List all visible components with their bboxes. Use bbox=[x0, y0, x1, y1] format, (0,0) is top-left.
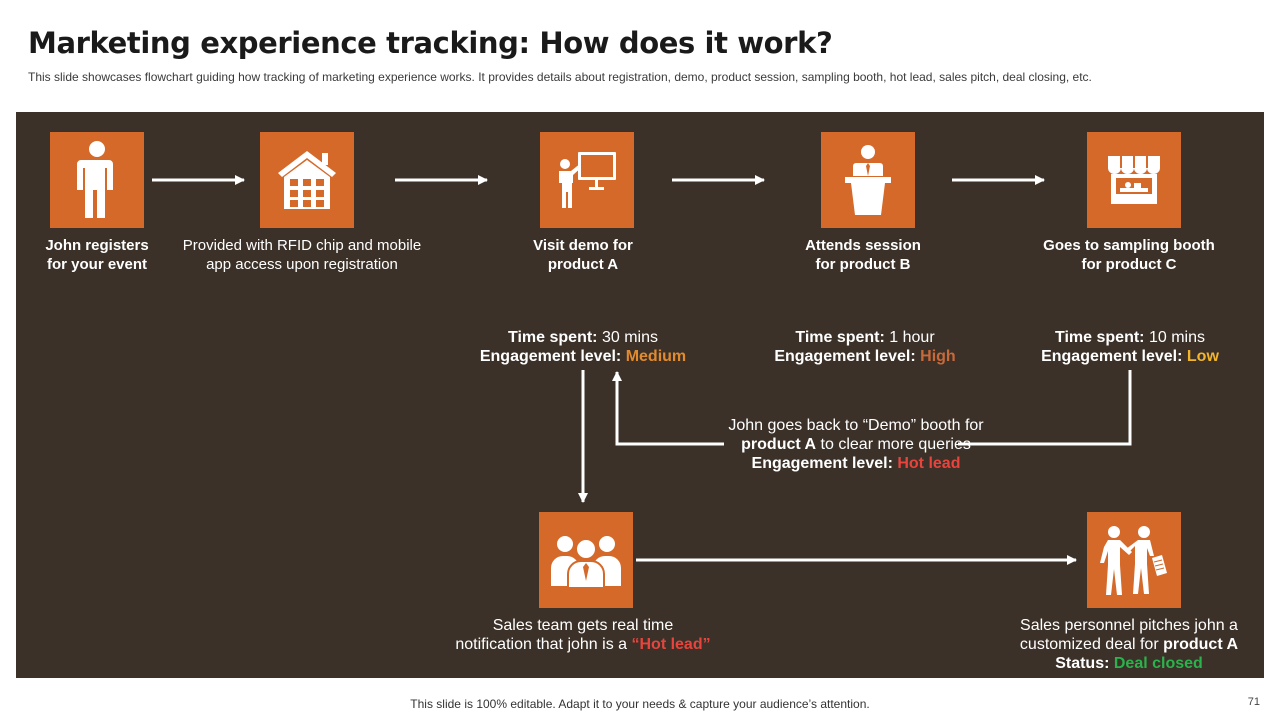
slide-footer: This slide is 100% editable. Adapt it to… bbox=[410, 697, 870, 711]
sales-team-box bbox=[539, 512, 633, 608]
return-to-demo-note: John goes back to “Demo” booth for produ… bbox=[728, 417, 984, 472]
step-rfid-box bbox=[260, 132, 354, 228]
presentation-icon bbox=[559, 152, 616, 208]
metric-session: Time spent: 1 hour Engagement level: Hig… bbox=[774, 329, 956, 365]
engagement-medium: Medium bbox=[625, 348, 687, 365]
step-session-box bbox=[821, 132, 915, 228]
sales-pitch-label: Sales personnel pitches john a customize… bbox=[1019, 617, 1239, 672]
sales-team-label: Sales team gets real time notification t… bbox=[455, 617, 711, 653]
step-register-box bbox=[50, 132, 144, 228]
engagement-low: Low bbox=[1186, 348, 1219, 365]
podium-speaker-icon bbox=[845, 145, 891, 215]
building-icon bbox=[278, 151, 336, 209]
line-booth-return-right bbox=[958, 370, 1132, 446]
hot-lead-highlight: “Hot lead” bbox=[631, 636, 711, 653]
engagement-hot-lead: Hot lead bbox=[897, 455, 961, 472]
slide-subtitle: This slide showcases flowchart guiding h… bbox=[28, 70, 1092, 84]
team-icon bbox=[551, 536, 621, 588]
step-demo-box bbox=[540, 132, 634, 228]
person-icon bbox=[77, 141, 113, 218]
handshake-icon bbox=[1100, 526, 1167, 595]
metric-booth: Time spent: 10 mins Engagement level: Lo… bbox=[1041, 329, 1219, 365]
deal-closed-status: Deal closed bbox=[1113, 655, 1203, 672]
engagement-high: High bbox=[920, 348, 956, 365]
page-number: 71 bbox=[1247, 696, 1260, 708]
sales-pitch-box bbox=[1087, 512, 1181, 608]
step-booth-box bbox=[1087, 132, 1181, 228]
metric-demo: Time spent: 30 mins Engagement level: Me… bbox=[479, 329, 687, 365]
arrow-return-to-demo bbox=[612, 371, 724, 446]
booth-icon bbox=[1108, 156, 1160, 204]
slide-title: Marketing experience tracking: How does … bbox=[28, 26, 833, 60]
flow-connectors bbox=[152, 175, 1132, 565]
